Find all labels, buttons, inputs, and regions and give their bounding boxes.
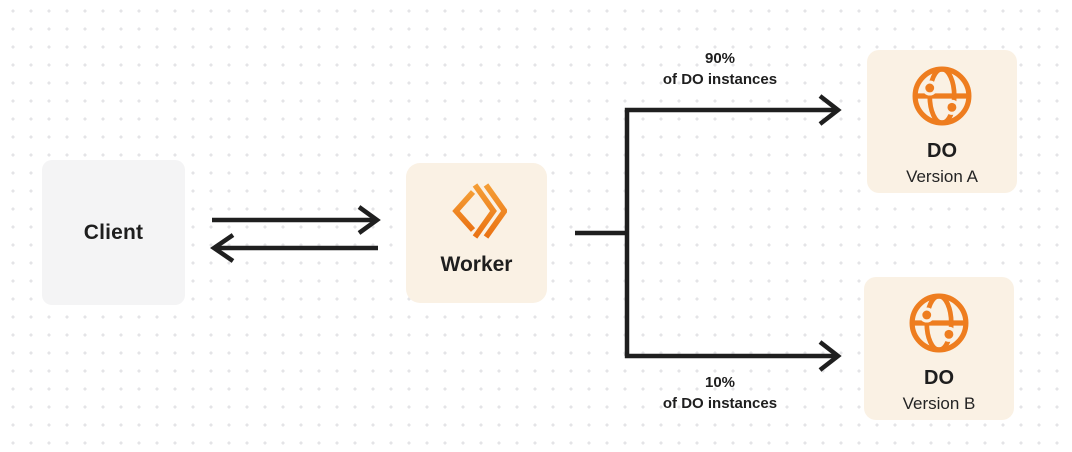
branch-top-label-line2: of DO instances [662, 71, 778, 88]
do-a-subtitle: Version A [906, 167, 978, 186]
worker-to-client-arrow [210, 233, 378, 263]
worker-label: Worker [440, 253, 513, 276]
do-b-title: DO [924, 367, 954, 389]
globe-icon [912, 66, 972, 126]
client-node: Client [42, 160, 185, 305]
do-version-a-node: DO Version A [867, 50, 1017, 193]
globe-icon [909, 293, 969, 353]
do-a-title: DO [927, 140, 957, 162]
workers-icon [451, 183, 507, 239]
branch-connector [575, 110, 630, 356]
client-label: Client [83, 220, 144, 244]
branch-bottom-label: 10% of DO instances [610, 372, 830, 414]
worker-node: Worker [406, 163, 547, 303]
do-version-b-node: DO Version B [864, 277, 1014, 420]
branch-arrow-bottom [624, 340, 842, 372]
branch-bottom-label-line2: of DO instances [662, 395, 778, 412]
branch-arrow-top [624, 94, 842, 126]
do-b-subtitle: Version B [902, 394, 976, 413]
branch-bottom-label-line1: 10% [704, 374, 736, 391]
branch-top-label: 90% of DO instances [610, 48, 830, 90]
client-to-worker-arrow [212, 205, 381, 235]
branch-top-label-line1: 90% [704, 50, 736, 67]
